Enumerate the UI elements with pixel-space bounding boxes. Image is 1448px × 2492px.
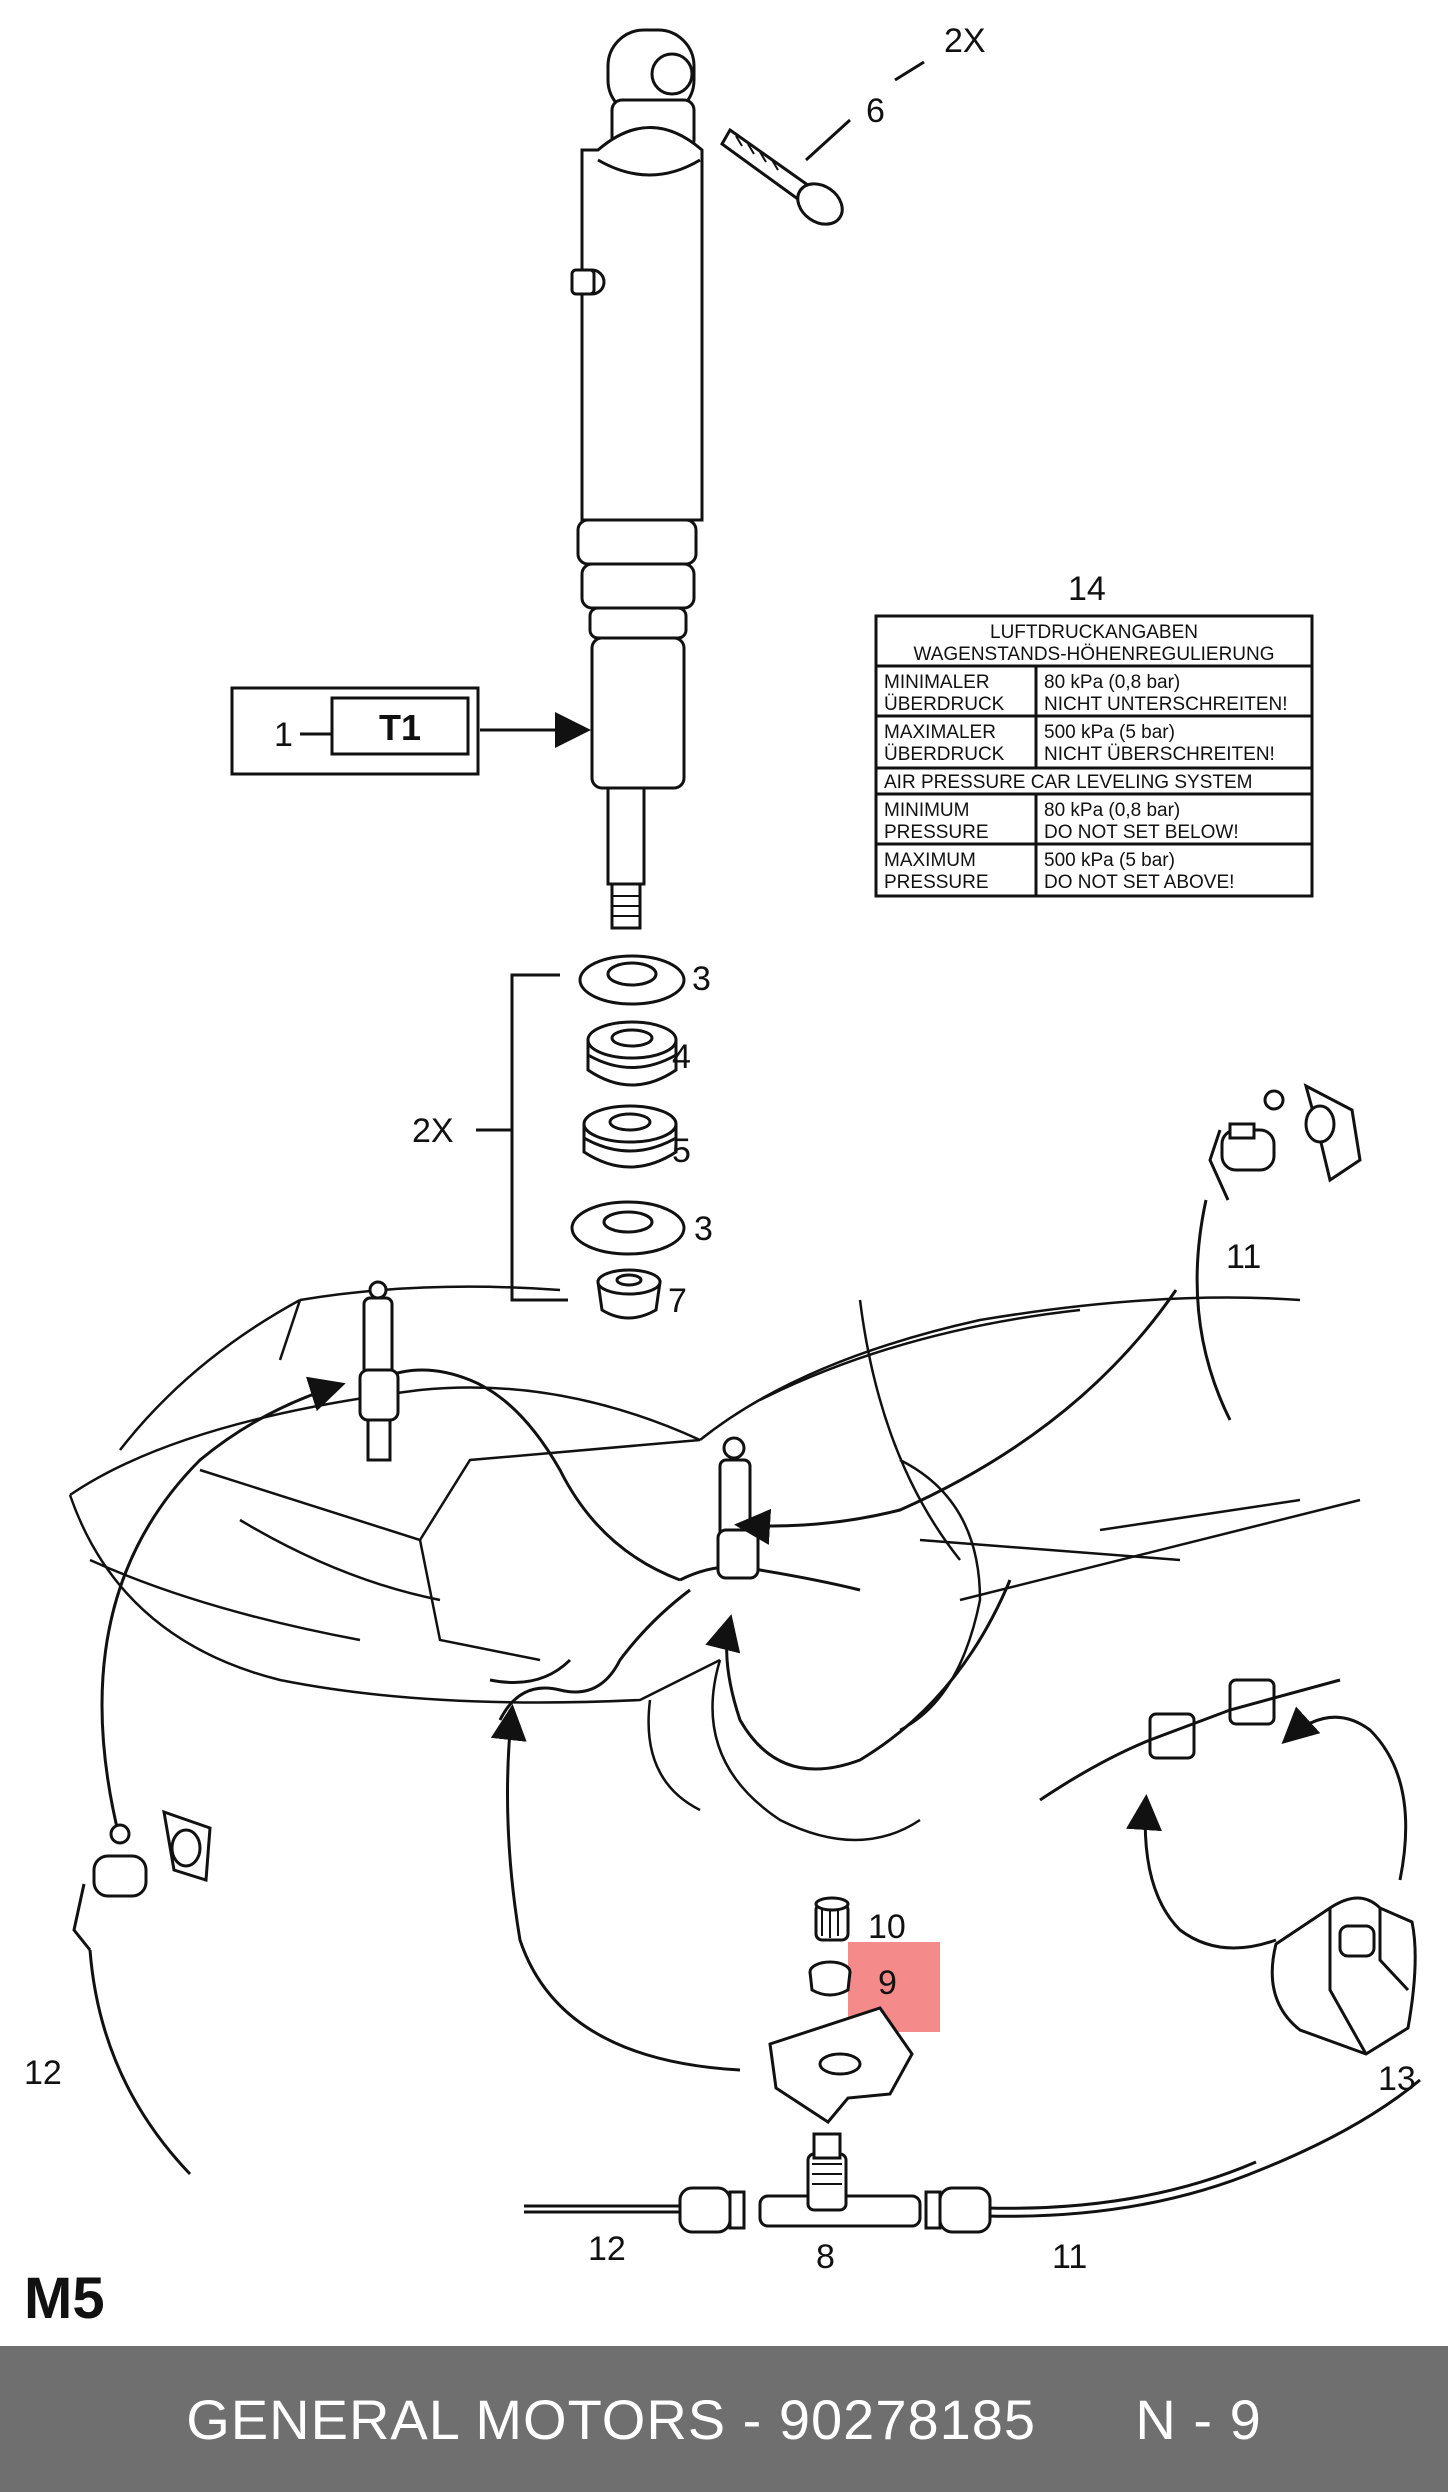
callout-12-bottom: 12: [588, 2230, 626, 2268]
footer-spacer-2: [762, 2387, 779, 2452]
label-row1-k1: MINIMALER: [884, 672, 990, 693]
callout-t1: T1: [379, 707, 421, 748]
right-shock-sensor[interactable]: [716, 1436, 760, 1580]
callout-3-top: 3: [692, 960, 711, 998]
label-row2-k2: ÜBERDRUCK: [884, 744, 1005, 765]
section-code: M5: [24, 2266, 105, 2331]
bolt-6[interactable]: [720, 127, 850, 233]
footer-part-number: 90278185: [778, 2387, 1037, 2451]
bushing-4[interactable]: [586, 1020, 678, 1087]
footer-brand: GENERAL MOTORS: [186, 2387, 727, 2451]
pressure-label: [874, 614, 1314, 898]
label-row4-v2: DO NOT SET ABOVE!: [1044, 872, 1234, 893]
label-row3-k1: MINIMUM: [884, 800, 969, 821]
air-line-system: [377, 1368, 861, 1721]
label-row1-v2: NICHT UNTERSCHREITEN!: [1044, 694, 1288, 715]
label-row3-k2: PRESSURE: [884, 822, 989, 843]
connector-11-bottom[interactable]: [924, 2186, 992, 2234]
callout-7: 7: [668, 1282, 687, 1320]
nut-7[interactable]: [596, 1268, 662, 1320]
valve-cap-10[interactable]: [814, 1896, 850, 1942]
label-row4-v1: 500 kPa (5 bar): [1044, 850, 1175, 871]
callout-10: 10: [868, 1908, 906, 1946]
label-header-1: LUFTDRUCKANGABEN: [990, 622, 1198, 643]
callout-1: 1: [274, 716, 293, 754]
air-line-12-left: [88, 1949, 192, 2176]
label-row1-v1: 80 kPa (0,8 bar): [1044, 672, 1180, 693]
shock-absorber[interactable]: [570, 28, 704, 930]
callout-11-top: 11: [1226, 1238, 1261, 1276]
seal-9[interactable]: [808, 1960, 852, 1997]
mounting-bracket-plate[interactable]: [768, 2006, 914, 2124]
callout-1-frame: [230, 686, 480, 776]
label-header-en: AIR PRESSURE CAR LEVELING SYSTEM: [884, 772, 1253, 793]
label-row2-k1: MAXIMALER: [884, 722, 996, 743]
label-row3-v1: 80 kPa (0,8 bar): [1044, 800, 1180, 821]
callout-t1-box: [330, 696, 470, 756]
label-row1-k2: ÜBERDRUCK: [884, 694, 1005, 715]
callout-2x-left: 2X: [412, 1112, 454, 1150]
callout-11-bottom: 11: [1052, 2238, 1087, 2276]
callout-6: 6: [866, 92, 885, 130]
left-shock-sensor[interactable]: [358, 1280, 400, 1462]
bushing-5[interactable]: [582, 1104, 678, 1169]
t-connector-8[interactable]: [758, 2132, 922, 2228]
callout-14: 14: [1068, 570, 1106, 608]
clip-13[interactable]: [1270, 1896, 1417, 2056]
footer-position: N - 9: [1135, 2387, 1262, 2451]
label-row2-v2: NICHT ÜBERSCHREITEN!: [1044, 744, 1275, 765]
callout-12-left: 12: [24, 2054, 62, 2092]
footer-spacer-1: [726, 2387, 743, 2452]
callout-4: 4: [672, 1038, 691, 1076]
mounting-parts-bracket: [476, 973, 568, 1302]
label-row2-v1: 500 kPa (5 bar): [1044, 722, 1175, 743]
callout-2x-top: 2X: [944, 22, 986, 60]
connector-12-bottom[interactable]: [678, 2186, 746, 2234]
callout-8: 8: [816, 2238, 835, 2276]
label-header-2: WAGENSTANDS-HÖHENREGULIERUNG: [913, 644, 1274, 665]
fitting-11-top[interactable]: [1208, 1083, 1362, 1201]
washer-3-bottom[interactable]: [570, 1200, 686, 1256]
underbody-clips: [1039, 1678, 1341, 1802]
footer-bar: GENERAL MOTORS - 90278185 N - 9: [0, 2346, 1448, 2492]
air-line-11-top: [1195, 1199, 1232, 1421]
washer-3-top[interactable]: [578, 954, 686, 1006]
callout-5: 5: [672, 1132, 691, 1170]
footer-spacer-3: [1036, 2387, 1135, 2452]
label-row3-v2: DO NOT SET BELOW!: [1044, 822, 1239, 843]
callout-3-bottom: 3: [694, 1210, 713, 1248]
label-row4-k1: MAXIMUM: [884, 850, 976, 871]
fitting-12-left[interactable]: [72, 1809, 212, 1951]
callout-13: 13: [1378, 2060, 1416, 2098]
callout-9: 9: [878, 1964, 897, 2002]
footer-separator: -: [742, 2387, 763, 2451]
label-row4-k2: PRESSURE: [884, 872, 989, 893]
parts-diagram: 6 2X 1 T1 14 LUFTDRUCKANGABEN WAGENSTAND…: [24, 22, 1421, 2331]
air-line-bottom: [524, 2078, 1421, 2218]
direction-arrows: [100, 1289, 1408, 2072]
